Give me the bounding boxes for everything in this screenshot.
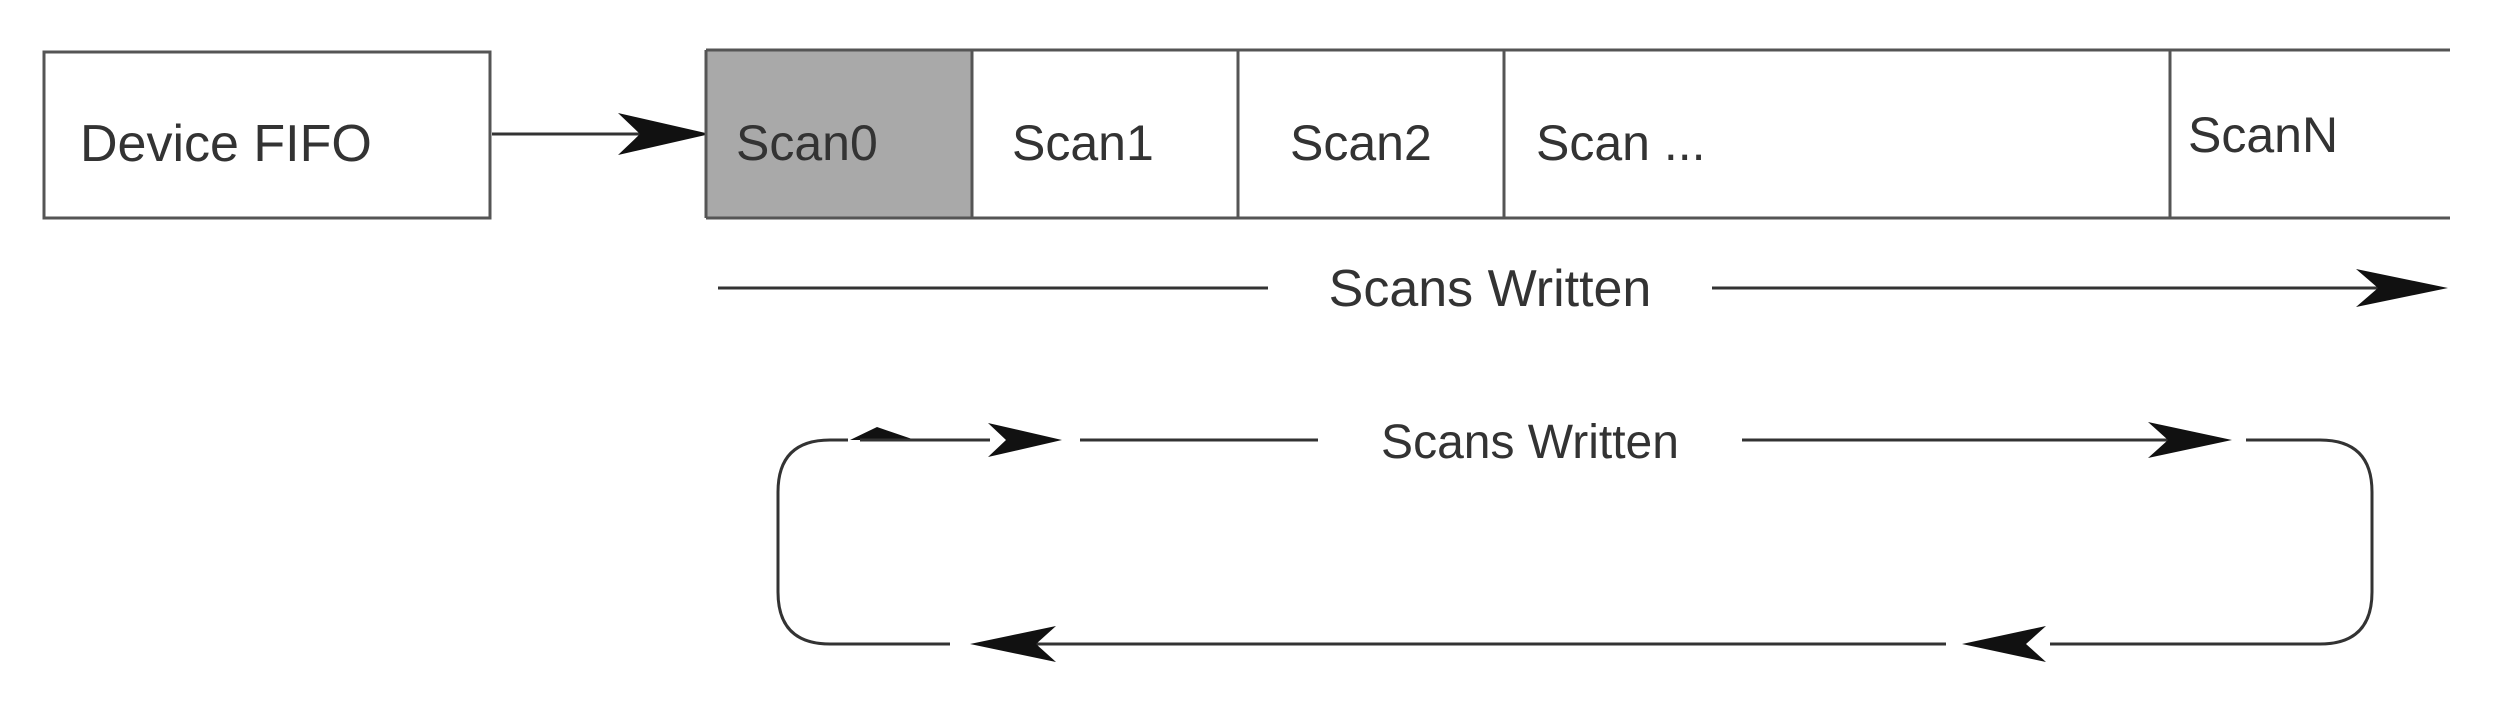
buffer-cell-label: Scan1 [1012, 115, 1154, 171]
buffer-cell-label: Scan2 [1290, 115, 1432, 171]
device-fifo-label: Device FIFO [80, 115, 372, 173]
buffer-cell-label: ScanN [2188, 107, 2338, 163]
linear-flow-arrow: Scans Written [718, 260, 2448, 318]
fifo-to-buffer-arrow [492, 113, 710, 155]
device-fifo-box: Device FIFO [42, 50, 492, 220]
circular-flow-loop: Scans Written [776, 416, 2374, 662]
buffer-cell-label: Scan ... [1536, 115, 1706, 171]
buffer-cell-scan0 [706, 50, 972, 218]
buffer-cell-label: Scan0 [736, 115, 878, 171]
buffer: Scan0 Scan1 Scan2 Scan ... ScanN [704, 48, 2450, 220]
linear-flow-label: Scans Written [1329, 260, 1652, 318]
circular-flow-label: Scans Written [1381, 416, 1679, 469]
